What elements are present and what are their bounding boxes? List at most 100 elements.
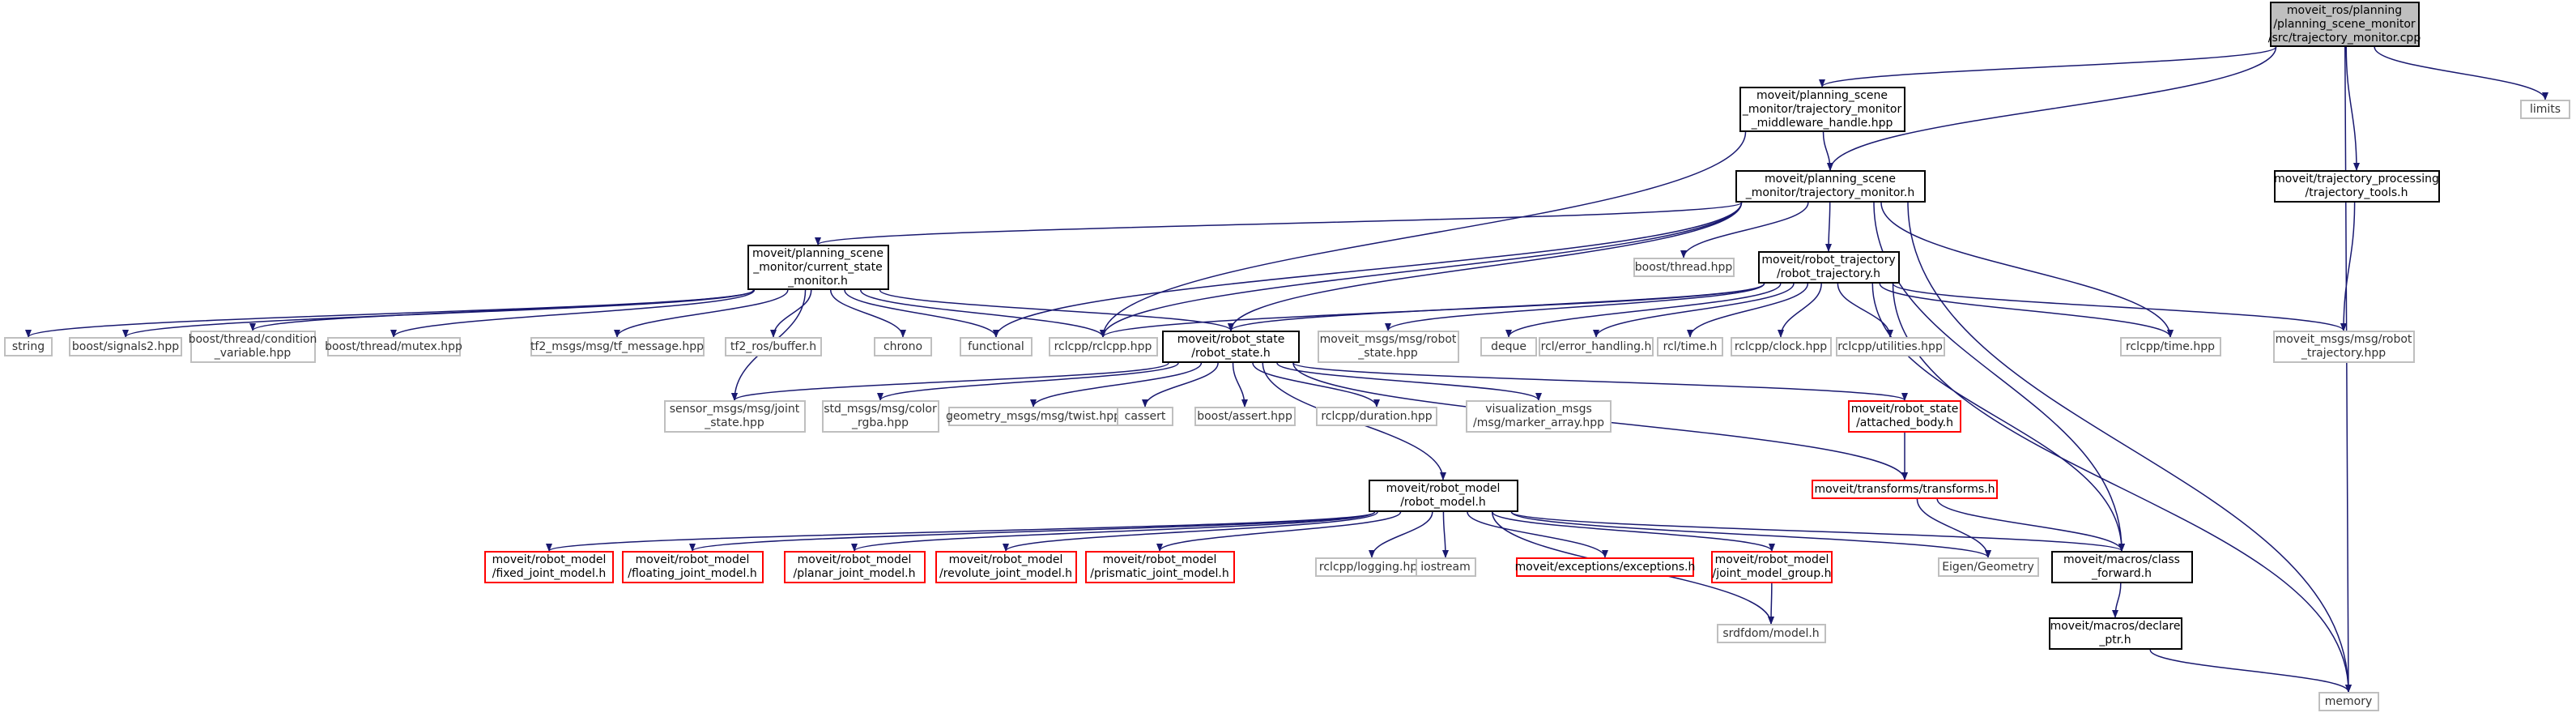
node-label-line: cassert bbox=[1124, 409, 1166, 423]
node-label-line: rclcpp/rclcpp.hpp bbox=[1054, 339, 1152, 353]
node-chrono: chrono bbox=[874, 337, 932, 356]
node-tf-buffer: tf2_ros/buffer.h bbox=[725, 337, 822, 356]
node-label-line: rclcpp/clock.hpp bbox=[1734, 339, 1828, 353]
node-twist-msg: geometry_msgs/msg/twist.hpp bbox=[946, 407, 1121, 426]
edge-cf-to-dp bbox=[2112, 583, 2122, 618]
node-label-line: _monitor/current_state bbox=[753, 260, 883, 274]
node-label-line: /prismatic_joint_model.h bbox=[1090, 567, 1229, 580]
edge-rm-to-jmg bbox=[1492, 511, 1775, 552]
node-label-line: rclcpp/logging.hpp bbox=[1318, 560, 1425, 574]
node-trajectory-monitor-h[interactable]: moveit/planning_scene_monitor/trajectory… bbox=[1735, 170, 1926, 203]
node-label-line: moveit/planning_scene bbox=[1764, 173, 1897, 186]
node-label-line: _middleware_handle.hpp bbox=[1751, 116, 1893, 130]
edge-rt-to-util bbox=[1837, 283, 1893, 338]
node-label-line: /revolute_joint_model.h bbox=[939, 567, 1073, 580]
node-color-rgba-msg: std_msgs/msg/color_rgba.hpp bbox=[821, 400, 939, 433]
node-label-line: /trajectory_tools.h bbox=[2305, 186, 2408, 199]
node-label-line: moveit_ros/planning bbox=[2286, 3, 2403, 17]
edge-rm-to-logging bbox=[1369, 511, 1433, 558]
node-boost-mutex: boost/thread/mutex.hpp bbox=[325, 337, 462, 356]
edge-jmg-to-srdf bbox=[1768, 583, 1775, 625]
edge-rm-to-fixed bbox=[546, 511, 1376, 552]
node-label-line: moveit_msgs/msg/robot bbox=[2275, 333, 2412, 346]
node-current-state-monitor[interactable]: moveit/planning_scene_monitor/current_st… bbox=[747, 245, 889, 290]
node-trajectory-monitor-middleware-handle[interactable]: moveit/planning_scene_monitor/trajectory… bbox=[1739, 87, 1905, 132]
edge-tr-to-cf bbox=[1936, 498, 2125, 552]
node-label-line: _monitor/trajectory_monitor bbox=[1742, 102, 1902, 116]
node-transforms[interactable]: moveit/transforms/transforms.h bbox=[1812, 480, 1998, 499]
node-rclcpp-time: rclcpp/time.hpp bbox=[2119, 337, 2221, 356]
edge-rt-to-rsmsg bbox=[1385, 283, 1765, 331]
edge-tm-to-rs bbox=[1228, 202, 1743, 331]
edge-dp-to-memory bbox=[2149, 649, 2352, 693]
node-robot-trajectory[interactable]: moveit/robot_trajectory/robot_trajectory… bbox=[1757, 251, 1900, 284]
edge-rm-to-cf bbox=[1510, 511, 2125, 552]
node-rclcpp-clock: rclcpp/clock.hpp bbox=[1730, 337, 1832, 356]
node-label-line: deque bbox=[1491, 339, 1526, 353]
edge-rs-to-color bbox=[877, 362, 1179, 401]
node-rclcpp-duration: rclcpp/duration.hpp bbox=[1316, 407, 1437, 426]
edge-rt-to-rtmsg bbox=[1892, 283, 2347, 331]
edge-tm-to-rt bbox=[1825, 202, 1833, 252]
node-label-line: geometry_msgs/msg/twist.hpp bbox=[946, 409, 1121, 423]
edge-rt-to-rctime bbox=[1879, 283, 2174, 338]
node-label-line: moveit/robot_model bbox=[635, 553, 750, 566]
node-exceptions[interactable]: moveit/exceptions/exceptions.h bbox=[1515, 557, 1695, 577]
node-planar-joint-model[interactable]: moveit/robot_model/planar_joint_model.h bbox=[783, 551, 926, 583]
node-rcl-error-handling: rcl/error_handling.h bbox=[1539, 337, 1654, 356]
node-joint-state-msg: sensor_msgs/msg/joint_state.hpp bbox=[663, 400, 806, 433]
edge-rm-to-exc bbox=[1467, 511, 1608, 558]
node-label-line: /planning_scene_monitor bbox=[2273, 17, 2416, 31]
node-label-line: _state.hpp bbox=[1358, 347, 1418, 360]
node-iostream: iostream bbox=[1415, 557, 1476, 577]
node-label-line: /planar_joint_model.h bbox=[793, 567, 916, 580]
edge-tm-to-rctime bbox=[1880, 202, 2174, 338]
node-robot-state[interactable]: moveit/robot_state/robot_state.h bbox=[1162, 331, 1300, 363]
edge-rt-to-deque bbox=[1505, 283, 1782, 338]
edge-rs-to-twist bbox=[1030, 362, 1203, 408]
node-tf-message: tf2_msgs/msg/tf_message.hpp bbox=[530, 337, 705, 356]
node-label-line: /attached_body.h bbox=[1856, 416, 1953, 429]
edge-rs-to-joint bbox=[731, 362, 1169, 401]
edge-csm-to-string bbox=[25, 289, 755, 338]
edge-csm-to-chrono bbox=[830, 289, 906, 338]
node-label-line: _ptr.h bbox=[2099, 634, 2131, 647]
node-boost-thread: boost/thread.hpp bbox=[1633, 258, 1735, 277]
edge-root-to-tt bbox=[2345, 46, 2360, 171]
node-label-line: moveit/trajectory_processing bbox=[2274, 173, 2439, 186]
edge-csm-to-functional bbox=[844, 289, 999, 338]
node-trajectory-monitor-cpp[interactable]: moveit_ros/planning/planning_scene_monit… bbox=[2268, 2, 2421, 47]
node-label-line: /robot_trajectory.h bbox=[1776, 267, 1881, 280]
node-revolute-joint-model[interactable]: moveit/robot_model/revolute_joint_model.… bbox=[935, 551, 1077, 583]
node-trajectory-tools[interactable]: moveit/trajectory_processing/trajectory_… bbox=[2273, 170, 2440, 203]
node-rcl-time: rcl/time.h bbox=[1657, 337, 1723, 356]
node-label-line: rcl/time.h bbox=[1663, 339, 1718, 353]
edge-rm-to-floating bbox=[689, 511, 1376, 552]
edge-tm-to-memory bbox=[1907, 202, 2352, 693]
node-label-line: chrono bbox=[883, 339, 923, 353]
node-label-line: /floating_joint_model.h bbox=[628, 567, 757, 580]
node-floating-joint-model[interactable]: moveit/robot_model/floating_joint_model.… bbox=[621, 551, 764, 583]
node-attached-body[interactable]: moveit/robot_state/attached_body.h bbox=[1848, 400, 1961, 433]
edge-rm-to-prismatic bbox=[1156, 511, 1402, 552]
node-class-forward[interactable]: moveit/macros/class_forward.h bbox=[2050, 551, 2193, 583]
node-memory: memory bbox=[2318, 692, 2379, 711]
edge-rs-to-marker bbox=[1276, 362, 1542, 401]
edge-rm-to-planar bbox=[851, 511, 1376, 552]
node-rclcpp-logging: rclcpp/logging.hpp bbox=[1315, 557, 1429, 577]
edge-mw-to-rclcpp bbox=[1100, 131, 1747, 338]
node-string: string bbox=[4, 337, 53, 356]
node-robot-model[interactable]: moveit/robot_model/robot_model.h bbox=[1368, 480, 1518, 512]
node-fixed-joint-model[interactable]: moveit/robot_model/fixed_joint_model.h bbox=[484, 551, 614, 583]
edge-root-to-mw bbox=[1819, 46, 2277, 87]
node-joint-model-group[interactable]: moveit/robot_model/joint_model_group.h bbox=[1711, 551, 1833, 583]
edge-rs-to-cassert bbox=[1142, 362, 1219, 408]
node-label-line: iostream bbox=[1420, 560, 1471, 574]
node-prismatic-joint-model[interactable]: moveit/robot_model/prismatic_joint_model… bbox=[1084, 551, 1235, 583]
node-declare-ptr[interactable]: moveit/macros/declare_ptr.h bbox=[2048, 617, 2182, 650]
node-label-line: moveit/planning_scene bbox=[752, 246, 884, 260]
node-label-line: /joint_model_group.h bbox=[1712, 567, 1832, 580]
node-label-line: /fixed_joint_model.h bbox=[492, 567, 607, 580]
node-label-line: boost/signals2.hpp bbox=[71, 339, 180, 353]
